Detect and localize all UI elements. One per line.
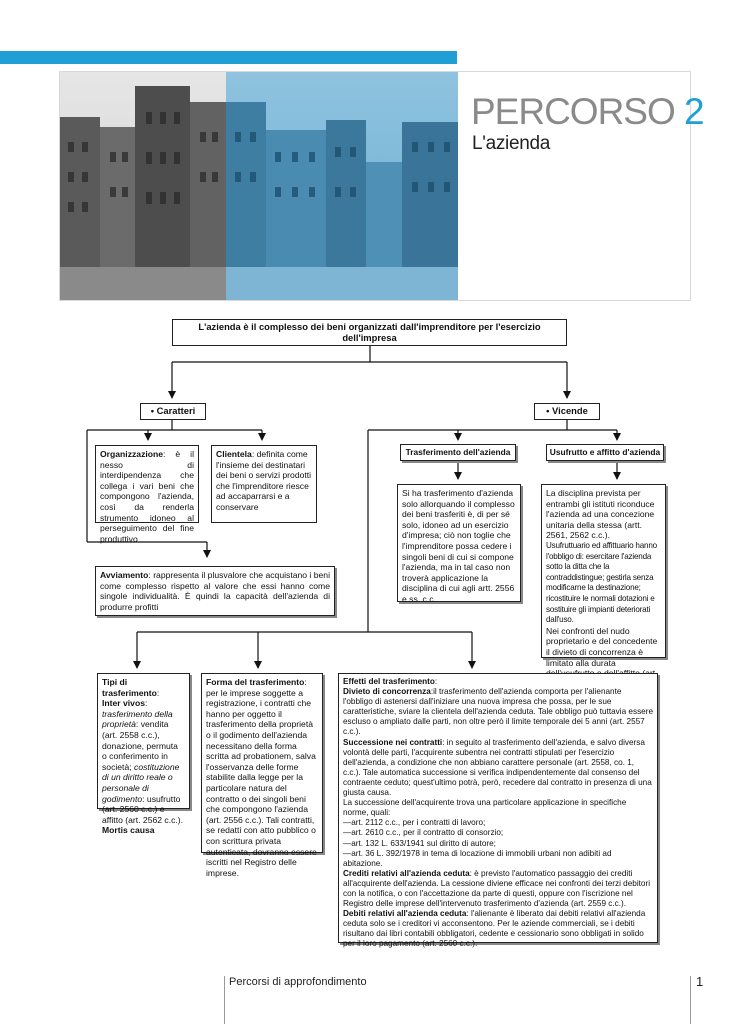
usufrutto-text-box: La disciplina prevista per entrambi gli …	[541, 484, 666, 658]
trasferimento-text-box: Si ha trasferimento d'azienda solo allor…	[397, 484, 521, 602]
trasferimento-title-box: Trasferimento dell'azienda	[400, 444, 516, 461]
tipi-colon: :	[157, 688, 159, 698]
header-photo	[60, 72, 458, 300]
effetti-successione-norme: La successione dell'acquirente trova una…	[343, 798, 653, 818]
trasferimento-title: Trasferimento dell'azienda	[406, 447, 511, 458]
caratteri-box: • Caratteri	[140, 403, 206, 420]
effetti-list-item: —art. 2112 c.c., per i contratti di lavo…	[343, 818, 653, 828]
accent-bar	[0, 51, 457, 64]
page-title: PERCORSO 2	[471, 92, 704, 132]
root-definition-box: L'azienda è il complesso dei beni organi…	[172, 319, 567, 346]
effetti-box: Effetti del trasferimento: Divieto di co…	[338, 673, 658, 943]
effetti-title: Effetti del trasferimento	[343, 677, 435, 686]
tipi-mortis-causa: Mortis causa	[102, 825, 155, 835]
page-number: 1	[696, 974, 703, 989]
avviamento-term: Avviamento	[100, 570, 148, 580]
tipi-intervivos: Inter vivos	[102, 698, 145, 708]
forma-text: : per le imprese soggette a registrazion…	[206, 677, 317, 878]
organizzazione-term: Organizzazione	[100, 449, 163, 459]
trasferimento-text: Si ha trasferimento d'azienda solo allor…	[402, 488, 515, 604]
effetti-successione-term: Successione nei contratti	[343, 738, 442, 747]
effetti-list-item: —art. 36 L. 392/1978 in tema di locazion…	[343, 849, 653, 869]
forma-box: Forma del trasferimento: per le imprese …	[201, 673, 323, 853]
tipi-intervivos-colon: :	[145, 698, 147, 708]
title-word: PERCORSO	[471, 91, 675, 132]
title-number: 2	[684, 91, 704, 132]
clientela-box: Clientela: definita come l'insieme dei d…	[211, 445, 317, 523]
effetti-colon: :	[435, 677, 437, 686]
effetti-list-item: —art. 2610 c.c., per il contratto di con…	[343, 828, 653, 838]
vicende-box: • Vicende	[534, 403, 600, 420]
caratteri-label: • Caratteri	[151, 406, 195, 417]
clientela-term: Clientela	[216, 449, 252, 459]
footer-divider-right	[690, 976, 691, 1024]
effetti-crediti-term: Crediti relativi all'azienda ceduta	[343, 869, 470, 878]
organizzazione-text: : è il nesso di interdipendenza che coll…	[100, 449, 194, 544]
effetti-debiti-term: Debiti relativi all'azienda ceduta	[343, 909, 466, 918]
root-definition-text: L'azienda è il complesso dei beni organi…	[173, 322, 566, 343]
tipi-title: Tipi di trasferimento	[102, 677, 157, 698]
tipi-box: Tipi di trasferimento: Inter vivos: tras…	[97, 673, 190, 809]
page-subtitle: L'azienda	[472, 133, 550, 155]
effetti-list-item: —art. 132 L. 633/1941 sul diritto di aut…	[343, 839, 653, 849]
footer-section-label: Percorsi di approfondimento	[229, 976, 367, 988]
avviamento-box: Avviamento: rappresenta il plusvalore ch…	[95, 566, 335, 616]
forma-title: Forma del trasferimento	[206, 677, 304, 687]
vicende-label: • Vicende	[546, 406, 588, 417]
usufrutto-text-b: Usufruttuario ed affittuario hanno l'obb…	[546, 541, 661, 626]
effetti-divieto-term: Divieto di concorrenza	[343, 687, 431, 696]
organizzazione-box: Organizzazione: è il nesso di interdipen…	[95, 445, 199, 523]
footer-divider-left	[224, 976, 225, 1024]
usufrutto-title: Usufrutto e affitto d'azienda	[550, 447, 660, 458]
usufrutto-title-box: Usufrutto e affitto d'azienda	[546, 444, 664, 461]
usufrutto-text-a: La disciplina prevista per entrambi gli …	[546, 488, 661, 541]
